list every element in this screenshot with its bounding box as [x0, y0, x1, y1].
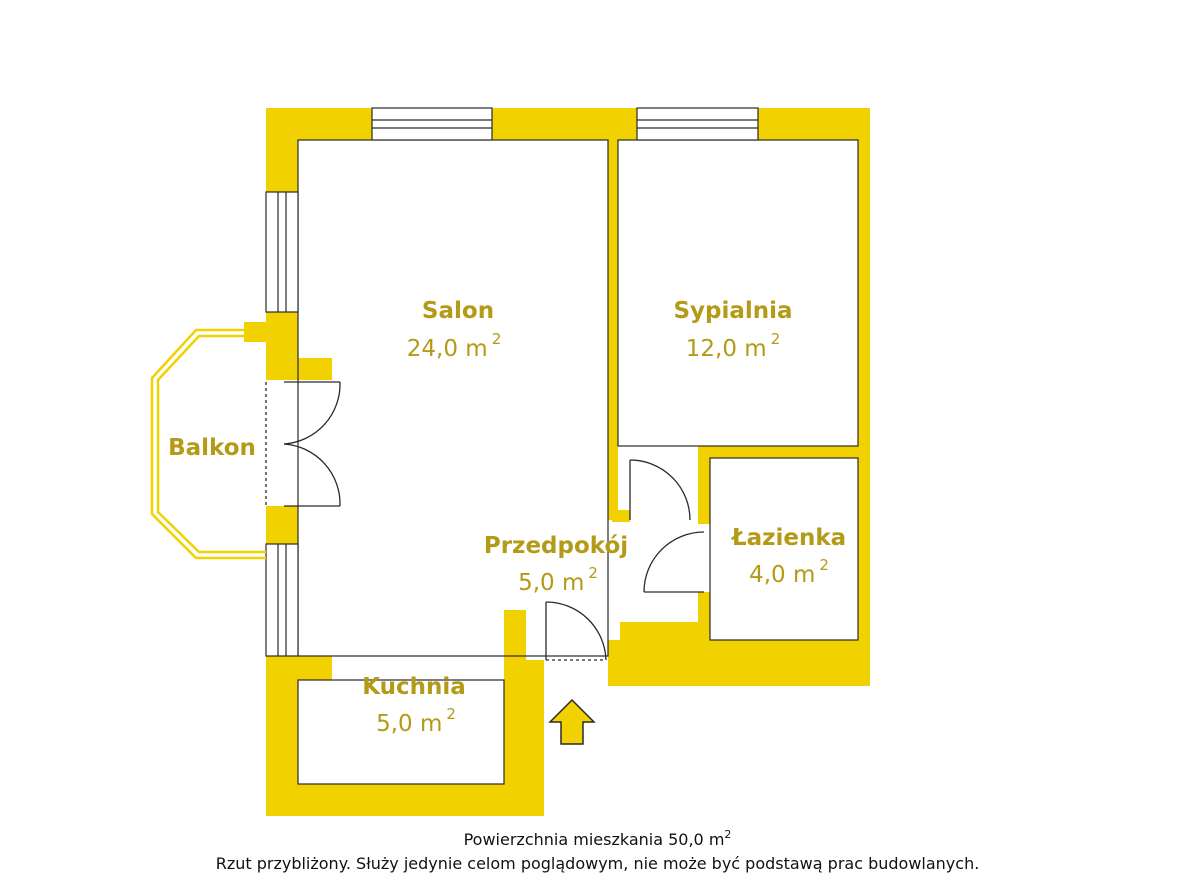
room-name-balkon: Balkon — [168, 435, 256, 461]
wall — [504, 610, 526, 816]
wall — [612, 510, 630, 522]
disclaimer-caption: Rzut przybliżony. Służy jedynie celom po… — [215, 854, 980, 873]
wall — [698, 592, 710, 642]
window — [265, 543, 299, 657]
windows — [265, 107, 759, 657]
wall — [266, 784, 544, 816]
window — [265, 191, 299, 313]
total-area-exponent: 2 — [724, 828, 732, 841]
wall — [758, 108, 870, 140]
doors — [265, 381, 705, 661]
wall — [698, 446, 870, 458]
wall — [266, 358, 332, 380]
up-arrow-icon — [548, 698, 596, 745]
wall — [492, 108, 637, 140]
wall — [698, 446, 710, 524]
window — [636, 107, 759, 141]
room-name-salon: Salon — [422, 298, 494, 324]
wall — [266, 108, 298, 192]
wall — [608, 640, 870, 686]
total-area-text: Powierzchnia mieszkania 50,0 m — [463, 830, 725, 849]
room-name-kuchnia: Kuchnia — [362, 674, 466, 700]
wall — [244, 322, 298, 342]
window — [371, 107, 493, 141]
wall — [266, 506, 298, 544]
wall — [266, 656, 332, 680]
total-area-caption: Powierzchnia mieszkania 50,0 m2 — [0, 828, 1195, 849]
room-name-lazienka: Łazienka — [730, 525, 846, 551]
wall — [526, 660, 544, 816]
room-name-sypialnia: Sypialnia — [673, 298, 792, 324]
wall — [620, 622, 700, 642]
room-name-przedpokoj: Przedpokój — [484, 533, 628, 559]
wall — [858, 108, 870, 686]
balcony — [150, 328, 266, 560]
walls — [244, 108, 870, 816]
wall — [608, 140, 618, 520]
